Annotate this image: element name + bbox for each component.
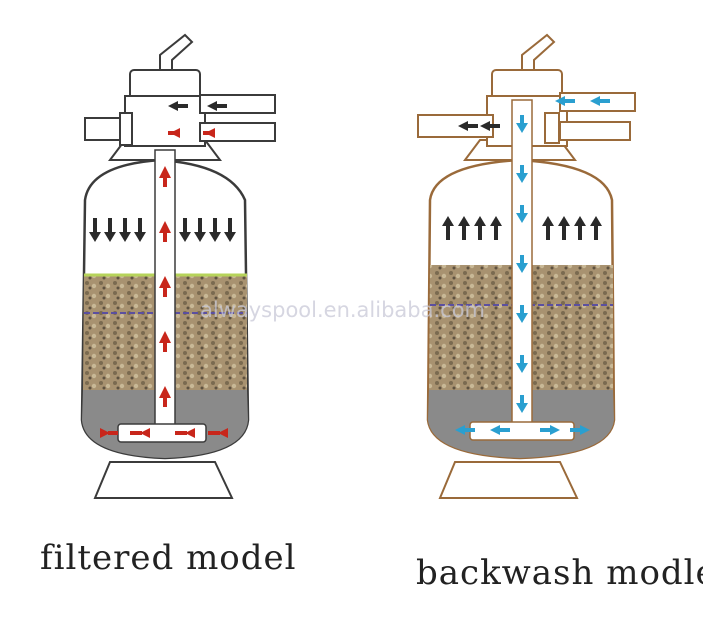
filtered-model-tank xyxy=(80,33,276,499)
tank-base xyxy=(438,461,579,499)
backwash-model-caption: backwash modle xyxy=(416,553,703,593)
outlet-pipe-right-top xyxy=(199,94,276,114)
upward-flow-arrows xyxy=(442,121,602,240)
inlet-arrow xyxy=(168,101,227,111)
watermark-text: alwayspool.en.alibaba.com xyxy=(200,298,486,322)
downward-flow-arrows xyxy=(89,218,236,242)
lateral-pipe xyxy=(469,421,575,441)
blue-flow-arrows xyxy=(455,96,610,435)
valve-handle xyxy=(521,33,556,71)
filtered-model-caption: filtered model xyxy=(40,538,297,578)
tank-base xyxy=(93,461,234,499)
outlet-pipe-right-bottom xyxy=(199,122,276,142)
inlet-pipe-right-bottom xyxy=(559,121,631,141)
red-flow-arrows xyxy=(100,128,228,438)
backwash-model-tank xyxy=(417,33,636,499)
valve-handle xyxy=(159,33,194,71)
